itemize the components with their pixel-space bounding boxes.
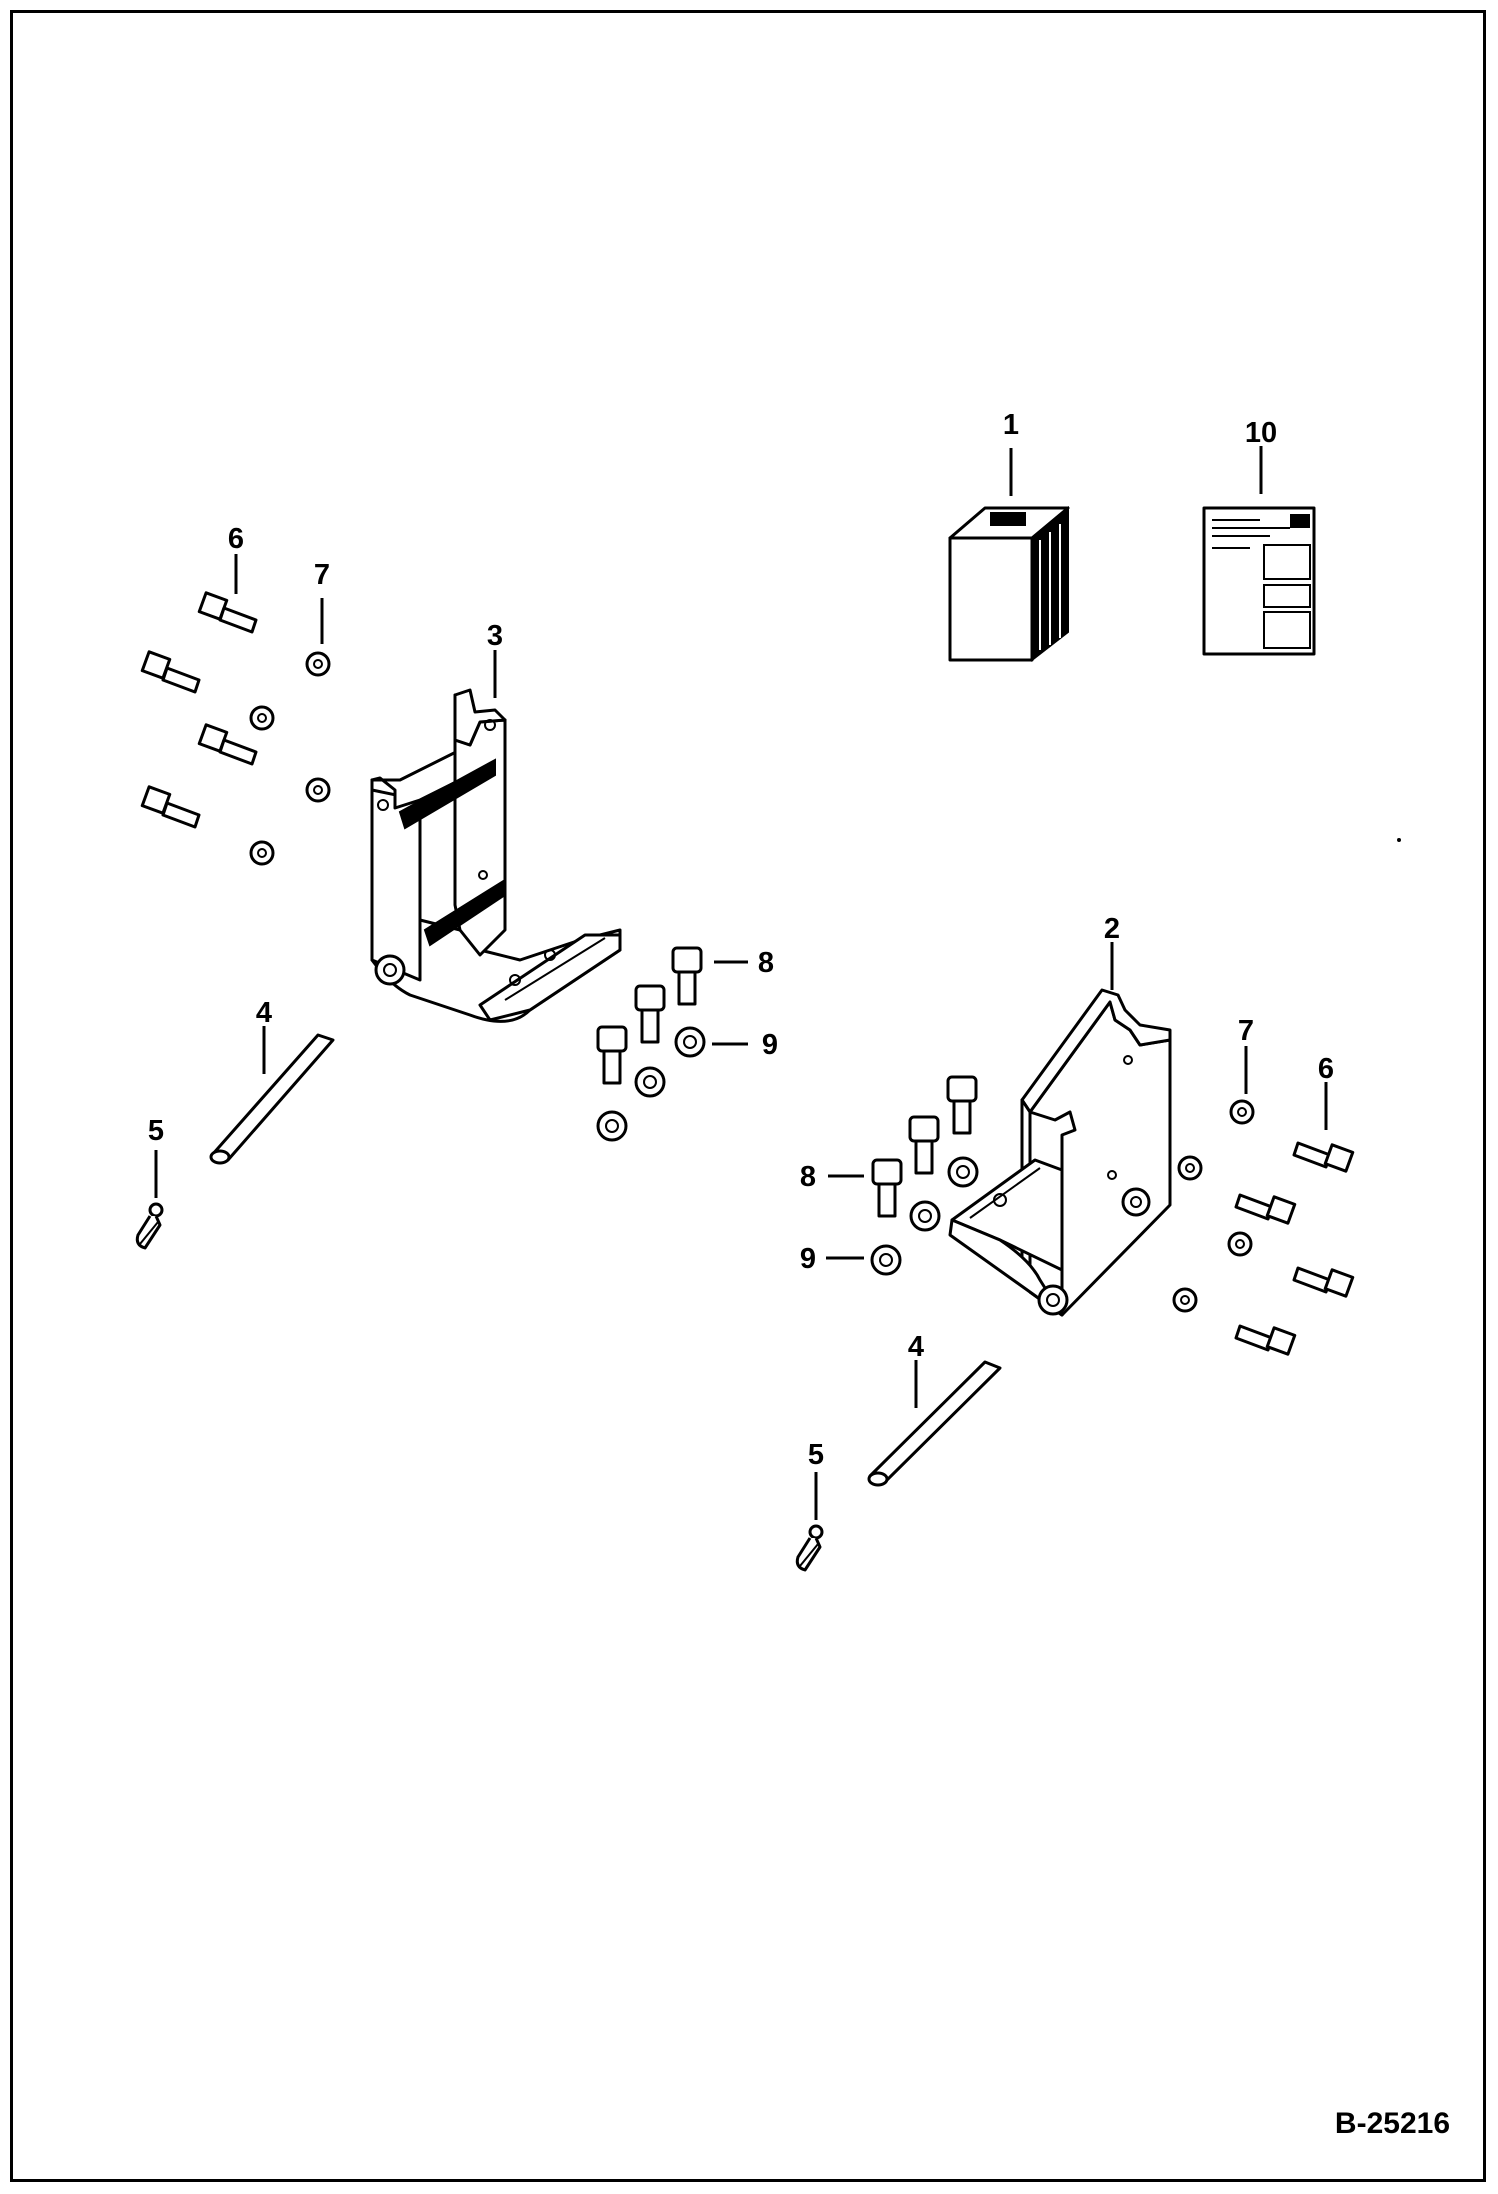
callout-1: 1 [1003,409,1019,441]
stray-dot [1397,838,1401,842]
part-2-bracket [948,988,1172,1317]
clip-5-left [135,1202,164,1250]
bolt-6-right-a [1292,1141,1355,1173]
nut-7-left-b [249,705,275,731]
part-1-box [948,505,1070,663]
callout-6-left: 6 [228,523,244,555]
callout-3: 3 [487,620,503,652]
nut-9-right-b [909,1200,941,1232]
diagram-frame [10,10,1486,2182]
bolt-8-left-c [596,1025,628,1085]
part-3-bracket [370,688,622,1023]
nut-9-left-a [674,1026,706,1058]
bolt-6-left-a [197,591,258,634]
callout-10: 10 [1245,417,1277,449]
callout-9-right: 9 [800,1243,816,1275]
bolt-6-left-d [140,785,201,829]
nut-7-right-a [1229,1099,1255,1125]
pin-4-right [867,1360,1002,1487]
bolt-6-left-b [140,650,201,694]
nut-9-left-c [596,1110,628,1142]
callout-8-left: 8 [758,947,774,979]
bolt-8-left-a [671,946,703,1006]
nut-7-left-d [249,840,275,866]
callout-2: 2 [1104,913,1120,945]
pin-4-left [209,1033,335,1165]
bolt-6-right-d [1234,1324,1297,1356]
callout-7-left: 7 [314,559,330,591]
bolt-8-right-b [908,1115,940,1175]
nut-7-left-c [305,777,331,803]
callout-7-right: 7 [1238,1015,1254,1047]
bolt-8-left-b [634,984,666,1044]
callout-9-left: 9 [762,1029,778,1061]
bolt-8-right-c [871,1158,903,1218]
nut-9-right-c [870,1244,902,1276]
nut-7-left-a [305,651,331,677]
clip-5-right [795,1524,824,1572]
bolt-6-left-c [197,723,258,766]
nut-7-right-b [1177,1155,1203,1181]
callout-6-right: 6 [1318,1053,1334,1085]
document-id: B-25216 [1335,2107,1450,2140]
bolt-8-right-a [946,1075,978,1135]
callout-5-left: 5 [148,1115,164,1147]
bolt-6-right-b [1234,1193,1297,1225]
nut-7-right-c [1227,1231,1253,1257]
bolt-6-right-c [1292,1266,1355,1298]
nut-9-right-a [947,1156,979,1188]
callout-4-left: 4 [256,997,272,1029]
callout-5-right: 5 [808,1439,824,1471]
callout-8-right: 8 [800,1161,816,1193]
part-10-manual [1202,506,1316,656]
callout-4-right: 4 [908,1331,924,1363]
nut-7-right-d [1172,1287,1198,1313]
nut-9-left-b [634,1066,666,1098]
